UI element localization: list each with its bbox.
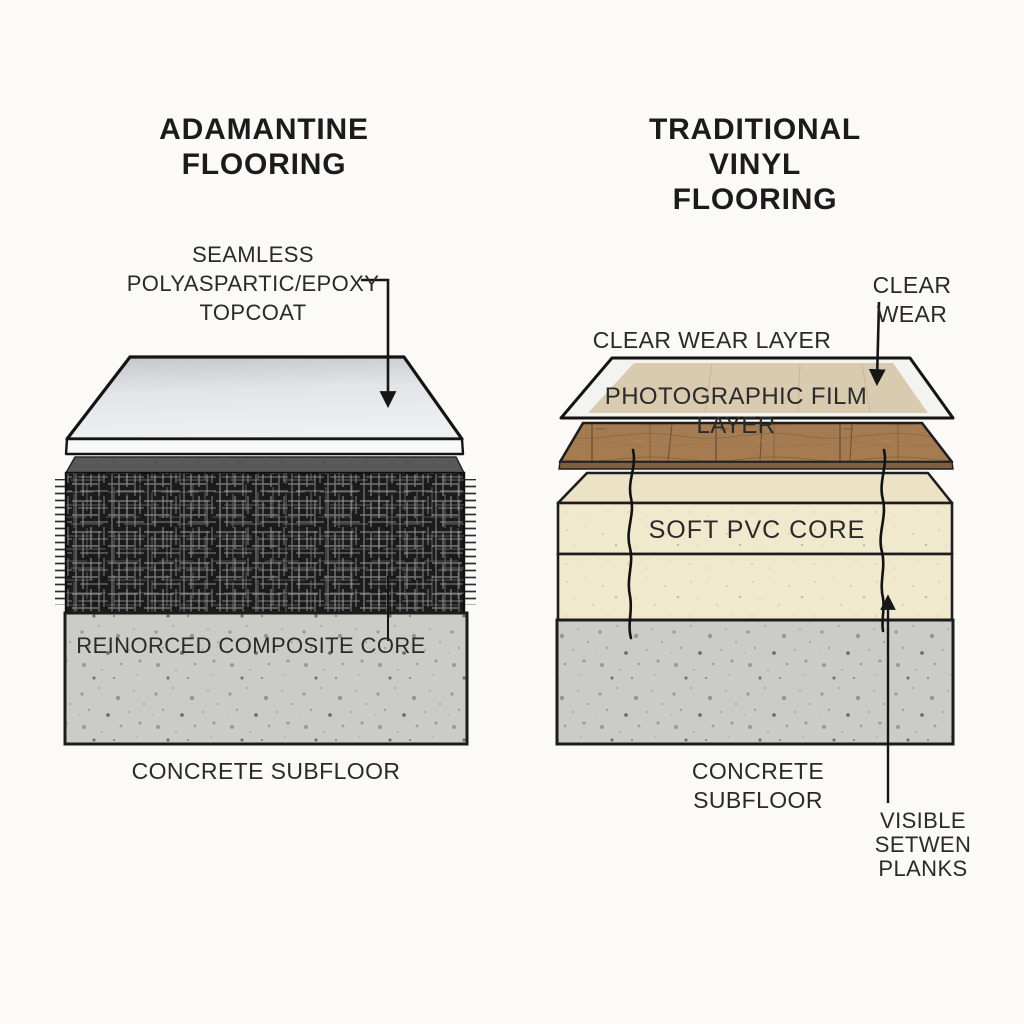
right-concrete-subfloor-layer (555, 618, 955, 746)
composite-core-label: REINORCED COMPOSITE CORE (76, 633, 426, 658)
pvc-top-surface (556, 471, 954, 505)
core-fringe-left (55, 479, 66, 605)
left-title: ADAMANTINE FLOORING (159, 113, 369, 181)
left-concrete-subfloor-layer (63, 611, 469, 746)
visible-seams-label: VISIBLE SETWEN PLANKS (874, 808, 972, 881)
left-subfloor-label: CONCRETE SUBFLOOR (131, 758, 401, 784)
topcoat-callout-label: SEAMLESS POLYASPARTIC/EPOXY TOPCOAT (126, 242, 380, 325)
pvc-core-label: SOFT PVC CORE (648, 516, 866, 544)
composite-core-layer-texture (66, 473, 464, 613)
right-subfloor-label: CONCRETE SUBFLOOR (691, 758, 825, 813)
film-plank-line (861, 363, 871, 413)
clear-wear-callout-arrow (868, 301, 886, 387)
topcoat-front-face (64, 437, 465, 456)
photographic-film-shape (588, 363, 928, 413)
film-plank-line (704, 363, 713, 413)
topcoat-layer (65, 355, 464, 441)
wear-layer-label: CLEAR WEAR LAYER (592, 327, 832, 353)
plank-seam-left (627, 448, 636, 640)
pvc-core-band-lower (556, 552, 954, 622)
wood-plank-seam (849, 423, 853, 462)
film-layer-label: PHOTOGRAPHIC FILM LAYER (604, 383, 868, 439)
film-plank-line (797, 363, 801, 413)
core-fringe-right (464, 479, 476, 605)
pvc-core-band-upper (556, 501, 954, 556)
vinyl-stack (555, 301, 955, 803)
adamantine-stack (55, 278, 476, 746)
clear-wear-callout-label: CLEAR WEAR (872, 272, 952, 327)
wood-film-front-face (558, 461, 954, 470)
topcoat-callout-arrow (361, 278, 397, 409)
wood-plank-seam (759, 423, 763, 462)
bond-layer (65, 456, 465, 474)
wood-plank-seam (667, 423, 673, 462)
right-title: TRADITIONAL VINYL FLOORING (648, 113, 862, 216)
